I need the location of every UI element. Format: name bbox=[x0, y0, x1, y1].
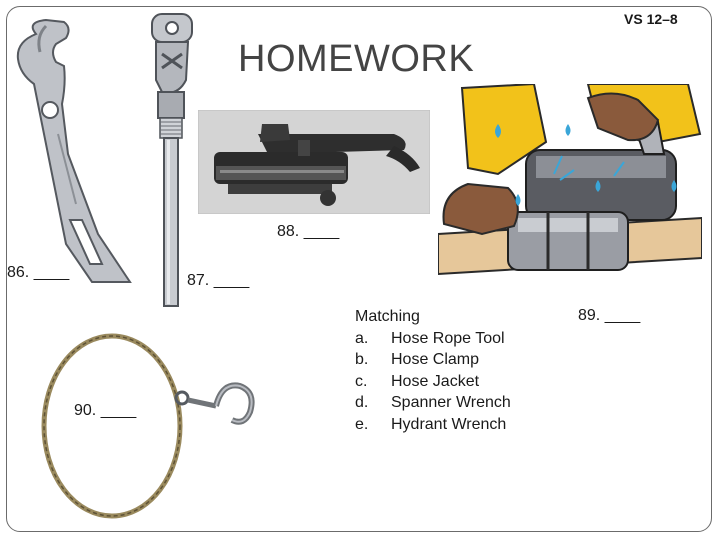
matching-list: Matching a. Hose Rope Tool b. Hose Clamp… bbox=[355, 306, 511, 436]
slide-frame bbox=[6, 6, 712, 532]
item-89-label: 89. ____ bbox=[578, 307, 641, 324]
item-86-label: 86. ____ bbox=[7, 264, 70, 281]
item-87-label: 87. ____ bbox=[187, 272, 250, 289]
item-88-label: 88. ____ bbox=[277, 223, 340, 240]
slide-number: VS 12–8 bbox=[624, 11, 678, 27]
matching-option-d: d. Spanner Wrench bbox=[355, 392, 511, 414]
hose-jacket-image bbox=[438, 84, 702, 290]
option-text: Hose Clamp bbox=[391, 351, 480, 369]
option-key: c. bbox=[355, 372, 368, 390]
option-text: Hose Rope Tool bbox=[391, 329, 505, 347]
matching-option-a: a. Hose Rope Tool bbox=[355, 328, 511, 350]
matching-option-b: b. Hose Clamp bbox=[355, 349, 511, 371]
hydrant-wrench-image bbox=[151, 13, 193, 307]
matching-heading: Matching bbox=[355, 308, 420, 325]
item-90-label: 90. ____ bbox=[74, 402, 137, 419]
spanner-wrench-image bbox=[16, 18, 132, 283]
matching-option-c: c. Hose Jacket bbox=[355, 371, 511, 393]
option-key: e. bbox=[355, 415, 369, 433]
hose-rope-tool-image bbox=[41, 333, 255, 519]
option-key: a. bbox=[355, 329, 369, 347]
option-text: Hose Jacket bbox=[391, 372, 480, 390]
option-text: Hydrant Wrench bbox=[391, 415, 507, 433]
option-key: b. bbox=[355, 351, 369, 369]
matching-option-e: e. Hydrant Wrench bbox=[355, 414, 511, 436]
page-title: HOMEWORK bbox=[238, 38, 475, 80]
option-key: d. bbox=[355, 394, 369, 412]
option-text: Spanner Wrench bbox=[391, 394, 511, 412]
hose-clamp-image bbox=[198, 110, 430, 214]
